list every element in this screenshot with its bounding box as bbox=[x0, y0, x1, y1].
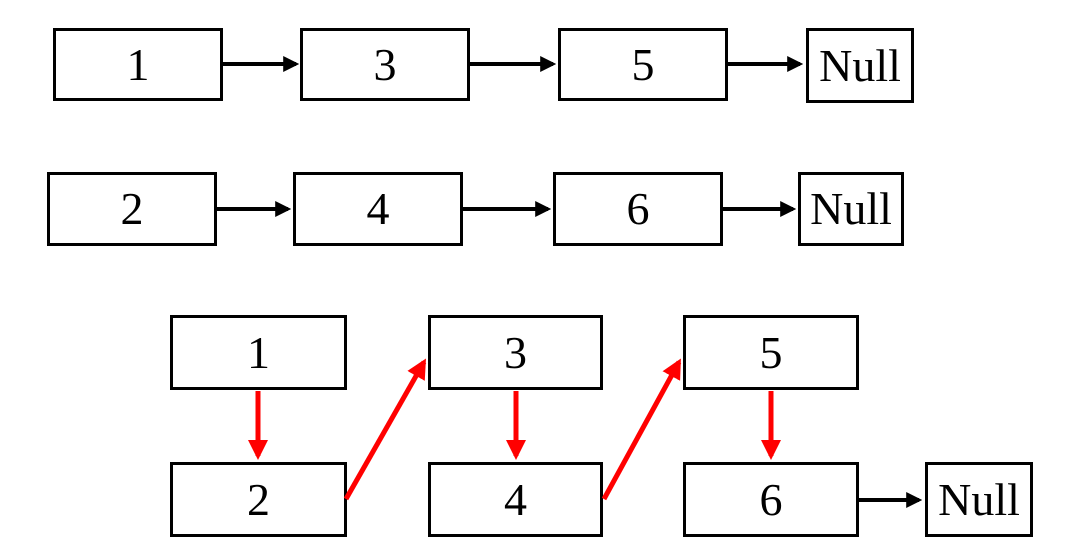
node-value: 3 bbox=[504, 326, 527, 378]
merge-arrow-4-to-5 bbox=[601, 358, 682, 501]
list-a-null-box: Null bbox=[806, 28, 914, 103]
list-b-node-2: 2 bbox=[47, 172, 217, 246]
merged-null-box: Null bbox=[925, 462, 1033, 537]
merged-node-2: 2 bbox=[170, 462, 347, 537]
merge-arrow-2-to-3 bbox=[343, 358, 427, 501]
node-value: 3 bbox=[373, 38, 397, 90]
node-value: 1 bbox=[126, 38, 150, 90]
list-a-node-1: 1 bbox=[53, 28, 223, 101]
null-label: Null bbox=[938, 473, 1020, 525]
node-value: 5 bbox=[631, 38, 655, 90]
merged-node-3: 3 bbox=[428, 315, 603, 390]
node-value: 1 bbox=[247, 326, 270, 378]
node-value: 6 bbox=[626, 183, 650, 234]
list-a-node-5: 5 bbox=[558, 28, 728, 101]
null-label: Null bbox=[819, 39, 901, 91]
merged-node-1: 1 bbox=[170, 315, 347, 390]
null-label: Null bbox=[810, 183, 892, 234]
merged-node-5: 5 bbox=[683, 315, 859, 390]
node-value: 2 bbox=[120, 183, 144, 234]
node-value: 5 bbox=[759, 326, 783, 378]
node-value: 4 bbox=[504, 473, 527, 525]
merged-node-4: 4 bbox=[428, 462, 603, 537]
list-b-node-4: 4 bbox=[293, 172, 463, 246]
node-value: 2 bbox=[247, 473, 270, 525]
list-b-node-6: 6 bbox=[553, 172, 723, 246]
list-b-null-box: Null bbox=[798, 172, 904, 246]
node-value: 6 bbox=[759, 473, 783, 525]
merged-node-6: 6 bbox=[683, 462, 859, 537]
list-a-node-3: 3 bbox=[300, 28, 470, 101]
node-value: 4 bbox=[366, 183, 390, 234]
